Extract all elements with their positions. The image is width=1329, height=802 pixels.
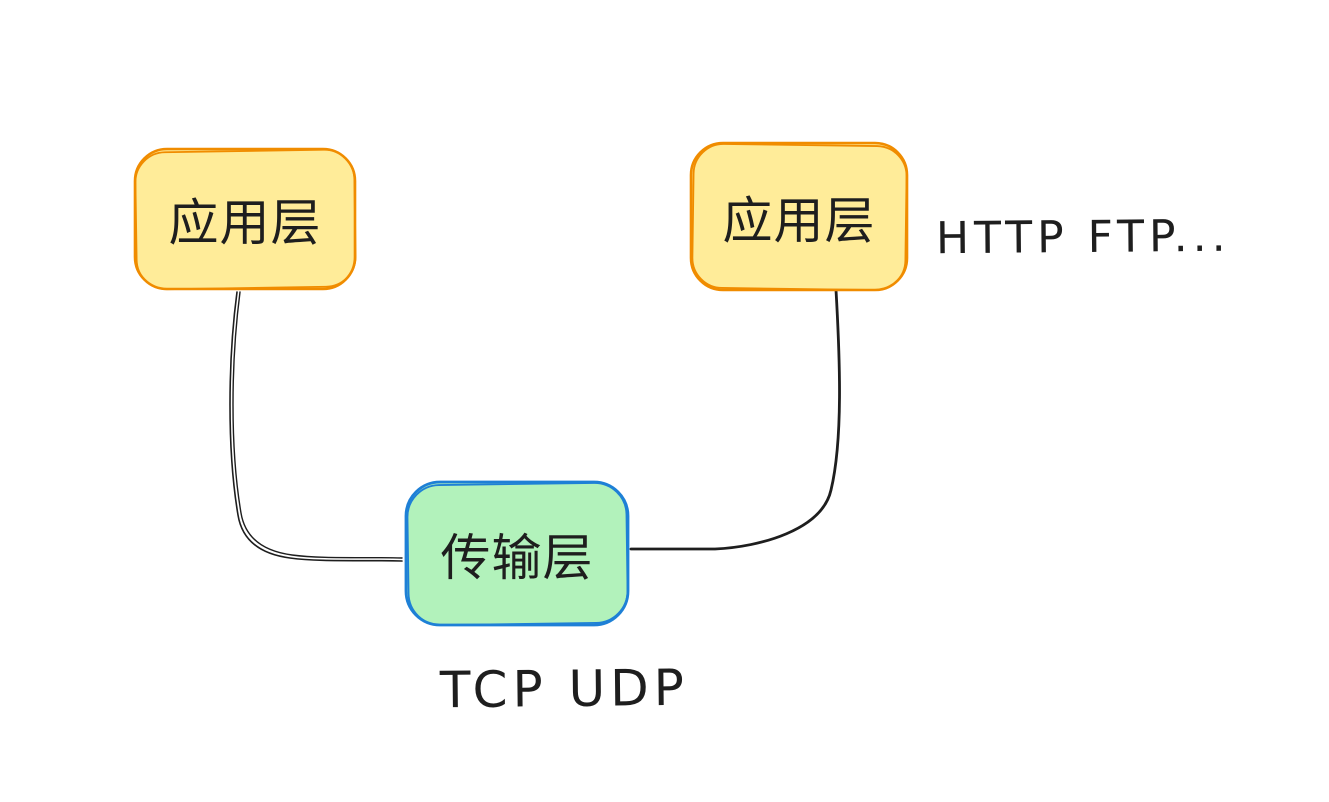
annotation-http-ftp: HTTP FTP...: [935, 210, 1231, 265]
edge-left-stroke-2: [232, 291, 403, 559]
node-app-layer-right: [689, 141, 909, 292]
app-layer-right-shape-sketch-pass: [691, 143, 908, 291]
edge-right-app-to-transport: [629, 288, 841, 551]
node-app-layer-left: [133, 147, 357, 291]
transport-layer-shape: [404, 480, 630, 627]
edge-right-stroke: [629, 288, 841, 551]
node-transport-layer: [404, 480, 630, 627]
annotation-tcp-udp: TCP UDP: [439, 658, 690, 720]
edge-left-stroke-1: [229, 291, 403, 562]
app-layer-right-shape: [689, 141, 909, 292]
app-layer-left-shape-sketch-pass: [134, 148, 357, 291]
app-layer-left-shape: [133, 147, 357, 291]
edge-left-app-to-transport: [229, 291, 403, 562]
transport-layer-shape-sketch-pass: [406, 482, 629, 626]
